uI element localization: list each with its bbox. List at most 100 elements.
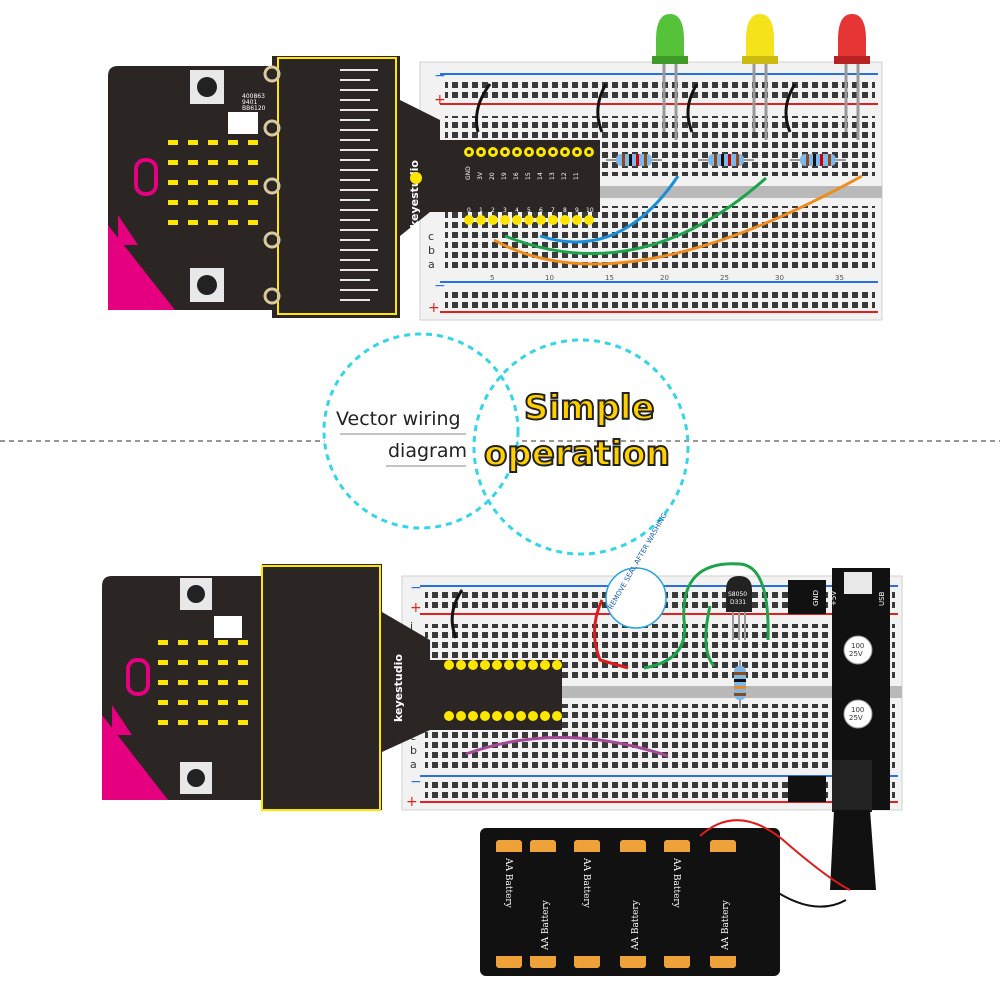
led-yellow: [742, 14, 778, 140]
column-number: 30: [775, 274, 784, 282]
power-label: GND: [812, 590, 820, 606]
pin-label: GND: [465, 166, 472, 180]
resistor: [734, 660, 746, 708]
power-module: 100 25V 100 25V GND +5V USB: [788, 568, 890, 890]
led-green: [652, 14, 688, 140]
pin-label: 3: [503, 207, 507, 214]
pin-label: 0: [467, 207, 471, 214]
row-label-j: j: [409, 620, 413, 633]
center-badge: [0, 332, 1000, 556]
transistor-code: D331: [730, 599, 746, 606]
qr-tag-text: 400863: [242, 93, 265, 100]
column-number: 20: [660, 274, 669, 282]
aa-battery: [664, 840, 690, 968]
pin-header: GND 3V 20 19 16 15 14 13 12 11 0 1 2 3 4…: [464, 147, 594, 225]
pin-label: 4: [515, 207, 519, 214]
rail-minus: −: [410, 580, 422, 596]
top-wiring-diagram: + − + − j i c b a 5 10 15 20 25 30 35: [108, 14, 883, 321]
wire-orange: [493, 174, 863, 266]
battery-label: AA Battery: [721, 899, 731, 951]
rail-plus-top: +: [434, 92, 446, 108]
resistor: [790, 154, 846, 166]
led-red: [834, 14, 870, 140]
black-jumper: [450, 589, 464, 639]
aa-battery: [710, 840, 736, 968]
logo-outline: [126, 658, 150, 696]
qr-tag-text: 9401: [242, 99, 257, 106]
pin-label: 15: [525, 172, 532, 180]
aa-battery: [530, 840, 556, 968]
resistors-top: [606, 154, 846, 166]
pin-label: 9: [575, 207, 579, 214]
row-label-b: b: [428, 244, 435, 257]
capacitor-text: 100: [851, 642, 864, 650]
pin-label: 2: [491, 207, 495, 214]
caption-diagram: diagram: [388, 440, 468, 462]
wire-red: [593, 599, 629, 670]
qr-tag-text: BB6120: [242, 105, 266, 112]
bottom-wiring-diagram: j i c b a + − + −: [102, 512, 903, 976]
caption-vector-wiring: Vector wiring: [336, 408, 461, 430]
resistor: [606, 154, 662, 166]
resistor: [698, 154, 754, 166]
breadboard-top: + − + − j i c b a 5 10 15 20 25 30 35: [419, 61, 883, 321]
wire-green: [504, 176, 767, 256]
pin-label: 3V: [477, 171, 484, 180]
rail-plus: +: [406, 794, 418, 810]
battery-wire-red: [699, 819, 851, 891]
row-label-a: a: [410, 758, 417, 771]
black-jumpers-top: [475, 83, 797, 133]
wire-purple: [465, 736, 669, 758]
column-number: 10: [545, 274, 554, 282]
battery-wire-black: [759, 879, 847, 908]
pin-label: 20: [489, 172, 496, 180]
pin-label: 13: [549, 172, 556, 180]
pin-label: 19: [501, 172, 508, 180]
button-b: [190, 268, 224, 302]
transistor: S8050 D331: [726, 576, 752, 640]
aa-battery: [574, 840, 600, 968]
pin-label: 5: [527, 207, 531, 214]
rail-minus: −: [410, 774, 422, 790]
microbit-board-bottom: keyestudio: [102, 564, 562, 811]
led-matrix: [168, 140, 258, 225]
gold-finger-connector: [340, 69, 378, 301]
battery-pack: AA Battery AA Battery AA Battery AA Batt…: [480, 828, 780, 976]
pin-label: 7: [551, 207, 555, 214]
rail-plus: +: [410, 600, 422, 616]
slogan-operation: operation: [483, 433, 671, 475]
pin-label: 10: [586, 207, 594, 214]
row-label-b: b: [410, 744, 417, 757]
column-number: 5: [490, 274, 494, 282]
capacitor-text: 25V: [849, 650, 863, 658]
row-label-c: c: [428, 230, 434, 243]
pin-label: 16: [513, 172, 520, 180]
wire-green: [643, 562, 770, 670]
power-label: +5V: [830, 591, 838, 606]
slogan-simple: Simple: [523, 387, 656, 429]
rail-plus-bottom: +: [428, 300, 440, 316]
battery-label: AA Battery: [541, 899, 551, 951]
buzzer: REMOVE SEAL AFTER WASHING: [605, 512, 669, 629]
battery-label: AA Battery: [581, 857, 591, 909]
button-a: [190, 70, 224, 104]
power-label: USB: [878, 591, 886, 606]
battery-label: AA Battery: [631, 899, 641, 951]
rail-minus-bottom: −: [434, 278, 446, 294]
aa-battery: [620, 840, 646, 968]
pin-label: 14: [537, 172, 544, 180]
edge-ring-pads: [263, 65, 281, 305]
row-label-a: a: [428, 258, 435, 271]
pin-label: 11: [573, 172, 580, 180]
transistor-label: S8050: [728, 591, 747, 598]
dashed-circle-right: [472, 338, 690, 556]
microbit-board-top: 400863 9401 BB6120 keyestudio GND 3V: [108, 56, 600, 318]
battery-label: AA Battery: [671, 857, 681, 909]
wire-blue: [539, 175, 680, 244]
dc-barrel-plug: [830, 810, 876, 890]
keyestudio-logo: keyestudio: [408, 160, 422, 228]
button-b: [180, 762, 212, 794]
qr-tag: 400863 9401 BB6120: [228, 93, 266, 134]
wire-green: [704, 605, 716, 667]
